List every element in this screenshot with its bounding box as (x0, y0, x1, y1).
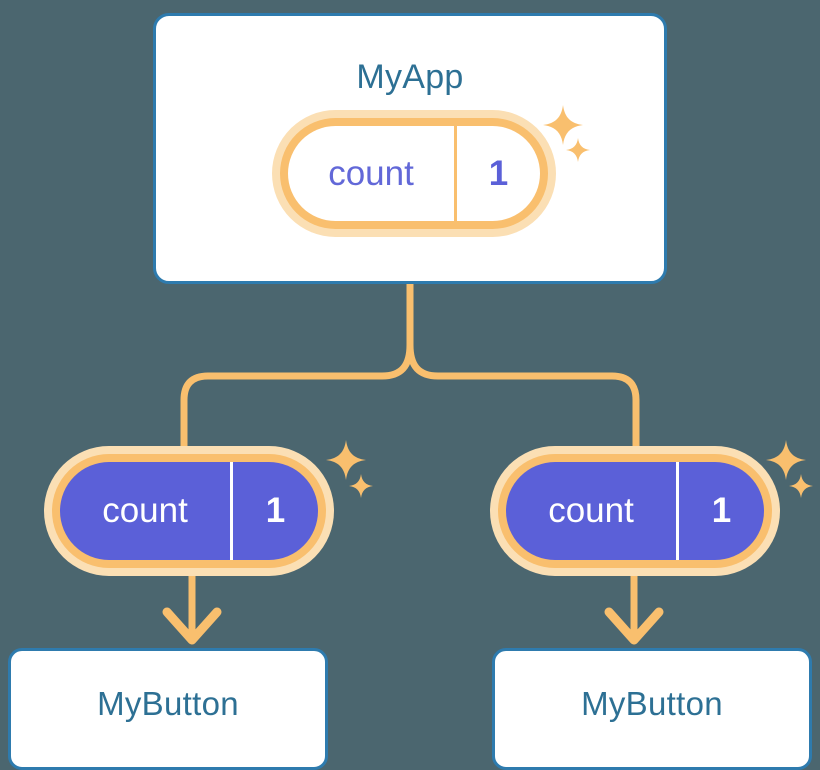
pill-divider (230, 462, 233, 560)
sparkle-small-icon (789, 474, 813, 498)
pill-body: count 1 (288, 126, 540, 221)
pill-body: count 1 (60, 462, 318, 560)
child-pill-right-key: count (548, 491, 634, 530)
root-state-pill[interactable]: count 1 (272, 110, 556, 237)
root-pill-key: count (328, 153, 414, 193)
myapp-title: MyApp (356, 58, 464, 96)
mybutton-left-title: MyButton (97, 685, 239, 722)
root-pill-value: 1 (488, 153, 509, 193)
mybutton-right-title: MyButton (581, 685, 723, 722)
child-pill-left-key: count (102, 491, 188, 530)
mybutton-component-box-left[interactable]: MyButton (8, 648, 328, 770)
mybutton-component-box-right[interactable]: MyButton (492, 648, 812, 770)
arrow-left-head-icon (162, 607, 222, 645)
child-state-pill-right[interactable]: count 1 (490, 446, 780, 576)
child-pill-left-value: 1 (265, 491, 286, 530)
pill-divider (676, 462, 679, 560)
child-state-pill-left[interactable]: count 1 (44, 446, 334, 576)
pill-divider (454, 126, 457, 221)
arrow-right-head-icon (604, 607, 664, 645)
child-pill-right-value: 1 (711, 491, 732, 530)
pill-body: count 1 (506, 462, 764, 560)
sparkle-small-icon (349, 474, 373, 498)
connector-trunk-path (180, 280, 640, 452)
